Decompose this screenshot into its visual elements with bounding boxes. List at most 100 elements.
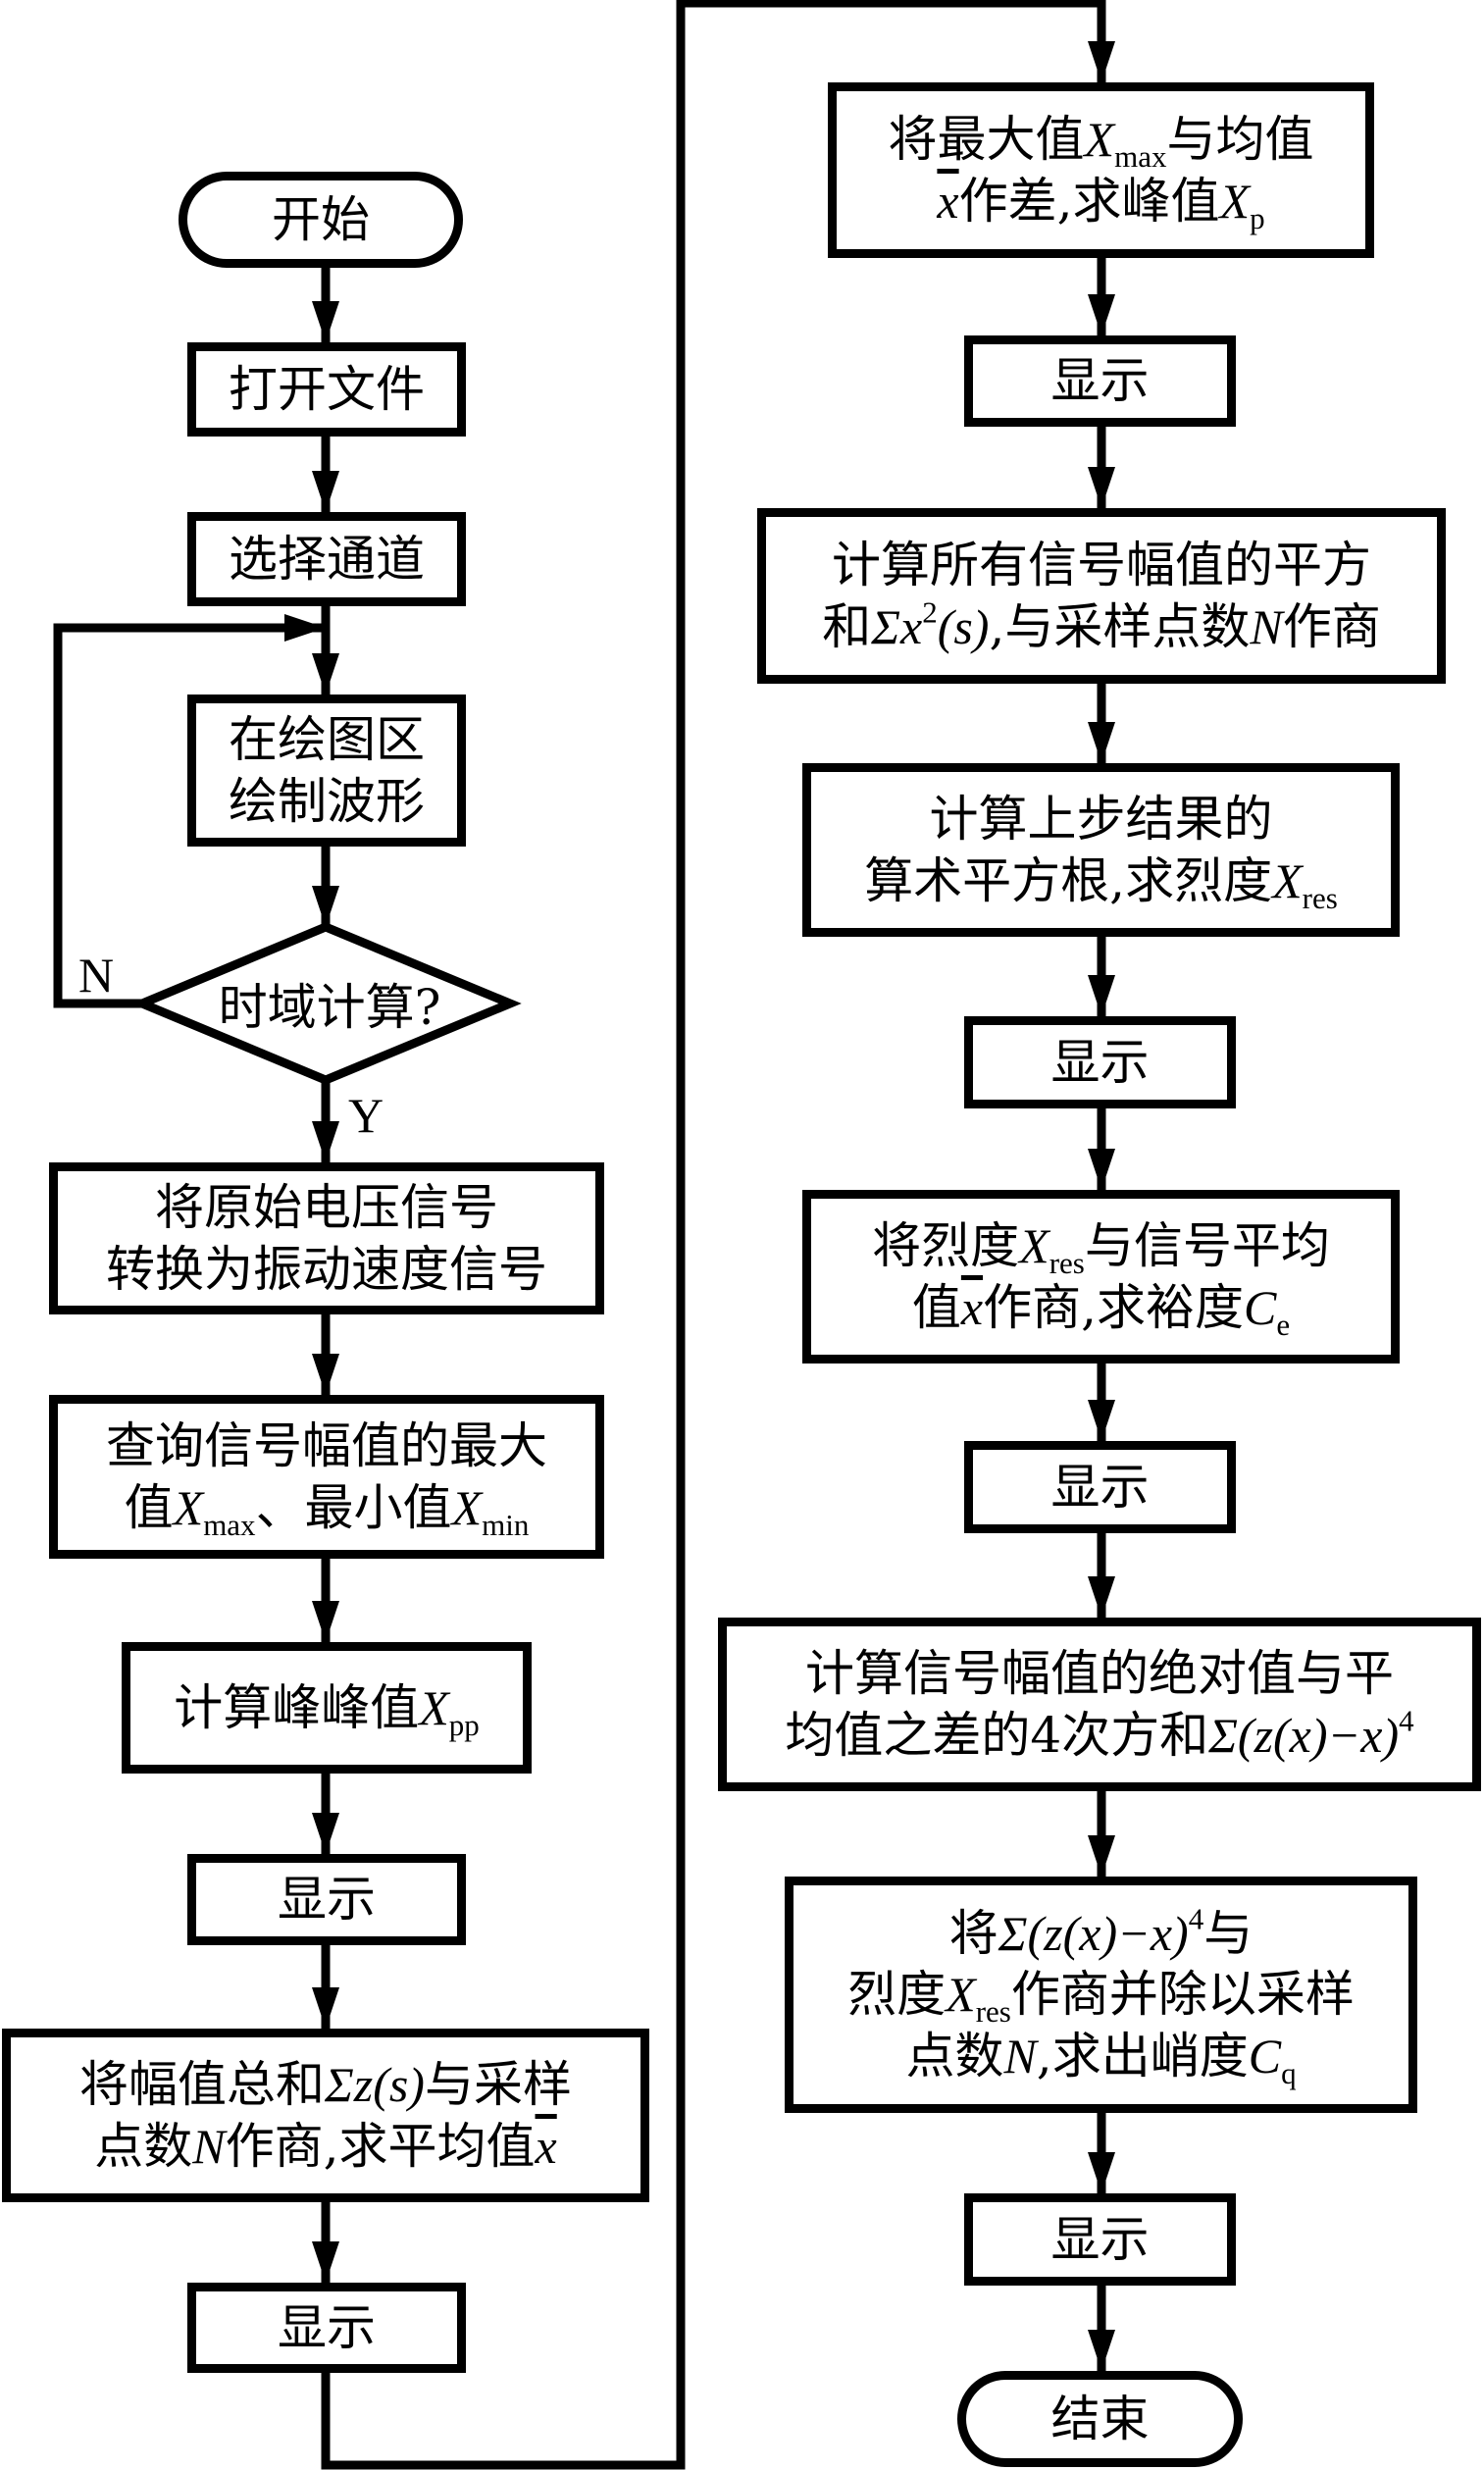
display-label: 显示 [1050,1033,1150,1091]
start-label: 开始 [272,190,370,248]
arrowhead-icon [312,301,339,342]
xp-subscript: p [1250,200,1265,235]
text-fragment: 将幅值总和 [79,2056,326,2113]
xres-subscript: res [975,1994,1011,2030]
fourth-exponent: 4 [1399,1702,1414,1737]
n-symbol: N [1250,598,1283,654]
text-fragment: 与均值 [1166,111,1314,168]
display-label: 显示 [278,1871,376,1929]
n-symbol: N [192,2118,226,2174]
text-fragment: 点数 [905,2027,1004,2084]
text-fragment: 算术平方根,求烈度 [864,851,1273,909]
margin-factor-step: 将烈度Xres与信号平均 值x作商,求裕度Ce [802,1190,1400,1364]
xmax-subscript: max [1114,138,1167,174]
display-label: 显示 [1050,1458,1150,1516]
arrowhead-icon [312,653,339,695]
arrowhead-icon [312,1987,339,2029]
peak-line-2: x作差,求峰值Xp [937,171,1265,235]
text-fragment: 值 [911,1278,961,1336]
arrowhead-icon [284,614,326,642]
convert-signal-line-1: 将原始电压信号 [155,1179,498,1236]
text-fragment: 作商并除以采样 [1010,1966,1355,2024]
arrowhead-icon [1088,1835,1115,1877]
connector-line [321,0,1106,2470]
query-extremes-line-2: 值Xmax、最小值Xmin [125,1477,530,1542]
cq-subscript: q [1281,2055,1297,2090]
arrowhead-icon [1088,2152,1115,2193]
xmax-symbol: X [173,1479,204,1535]
text-fragment: 均值之差的4次方和 [785,1706,1209,1764]
arrowhead-icon [1088,1149,1115,1190]
xpp-subscript: pp [448,1707,480,1742]
n-symbol: N [1003,2028,1037,2084]
text-fragment: 和 [822,597,872,655]
arrowhead-icon [1088,294,1115,335]
square-exponent: 2 [922,593,938,629]
kurtosis-line-3: 点数N,求出峭度Cq [905,2026,1297,2090]
square-sum-line-1: 计算所有信号幅值的平方 [832,537,1371,593]
cq-symbol: C [1248,2028,1282,2084]
query-extremes-line-1: 查询信号幅值的最大 [106,1417,547,1474]
arrowhead-icon [312,886,339,927]
display-step-5: 显示 [964,1441,1236,1533]
fourth-power-line-1: 计算信号幅值的绝对值与平 [805,1645,1394,1702]
xres-symbol: X [1272,852,1303,908]
text-fragment: 与 [1203,1904,1254,1962]
text-fragment: 作商,求平均值 [225,2117,536,2175]
mean-line-1: 将幅值总和Σz(s)与采样 [79,2054,572,2116]
decision-diamond [130,922,522,1085]
display-step-1: 显示 [187,1854,466,1945]
fourth-exponent: 4 [1188,1901,1204,1936]
text-fragment: 将烈度 [872,1217,1020,1274]
peak-to-peak-label: 计算峰峰值Xpp [174,1677,480,1742]
margin-factor-line-2: 值x作商,求裕度Ce [911,1277,1291,1342]
arrowhead-icon [312,1354,339,1395]
peak-step: 将最大值Xmax与均值 x作差,求峰值Xp [828,82,1374,258]
fourth-power-formula: Σ(z(x)−x) [998,1905,1189,1961]
mean-symbol: x [937,173,959,229]
display-step-6: 显示 [964,2193,1236,2286]
draw-waveform-line-2: 绘制波形 [229,772,425,830]
kurtosis-step: 将Σ(z(x)−x)4与 烈度Xres作商并除以采样 点数N,求出峭度Cq [785,1877,1417,2113]
convert-signal-step: 将原始电压信号 转换为振动速度信号 [49,1162,604,1314]
convert-signal-line-2: 转换为振动速度信号 [106,1240,547,1298]
display-label: 显示 [278,2298,376,2356]
xmax-subscript: max [203,1507,256,1542]
open-file-label: 打开文件 [229,360,425,418]
square-sum-line-2: 和Σx2(s),与采样点数N作商 [822,596,1380,658]
text-fragment: 将 [948,1904,998,1962]
text-fragment: ,与采样点数 [989,597,1251,655]
xmin-subscript: min [482,1507,530,1542]
decision-no-label: N [78,948,115,1003]
connector-line [53,623,326,1008]
draw-waveform-line-1: 在绘图区 [229,711,425,768]
query-extremes-step: 查询信号幅值的最大 值Xmax、最小值Xmin [49,1395,604,1559]
text-fragment: 作差,求峰值 [958,172,1220,230]
xmin-symbol: X [451,1479,483,1535]
xp-symbol: X [1219,173,1251,229]
arrowhead-icon [312,471,339,512]
text-fragment: 与信号平均 [1084,1217,1330,1274]
text-fragment: 作商 [1282,597,1381,655]
end-terminal: 结束 [957,2371,1243,2467]
decision-label: 时域计算? [218,979,441,1036]
square-sum-formula: Σx [871,598,923,654]
text-fragment: 点数 [94,2117,193,2175]
arrowhead-icon [312,1121,339,1162]
fourth-power-step: 计算信号幅值的绝对值与平 均值之差的4次方和Σ(z(x)−x)4 [718,1618,1481,1791]
text-fragment: ,求出峭度 [1036,2027,1249,2084]
ce-subscript: e [1276,1307,1291,1342]
display-step-2: 显示 [187,2283,466,2373]
rms-step: 计算上步结果的 算术平方根,求烈度Xres [802,763,1400,937]
display-step-4: 显示 [964,1016,1236,1108]
text-fragment: 烈度 [847,1966,947,2024]
peak-line-1: 将最大值Xmax与均值 [889,109,1314,174]
fourth-power-line-2: 均值之差的4次方和Σ(z(x)−x)4 [785,1705,1413,1767]
xpp-symbol: X [419,1679,449,1735]
xres-symbol: X [1019,1218,1049,1273]
fourth-power-formula: Σ(z(x)−x) [1208,1707,1400,1763]
draw-waveform-step: 在绘图区 绘制波形 [187,695,466,847]
open-file-step: 打开文件 [187,342,466,437]
display-label: 显示 [1050,2210,1150,2268]
